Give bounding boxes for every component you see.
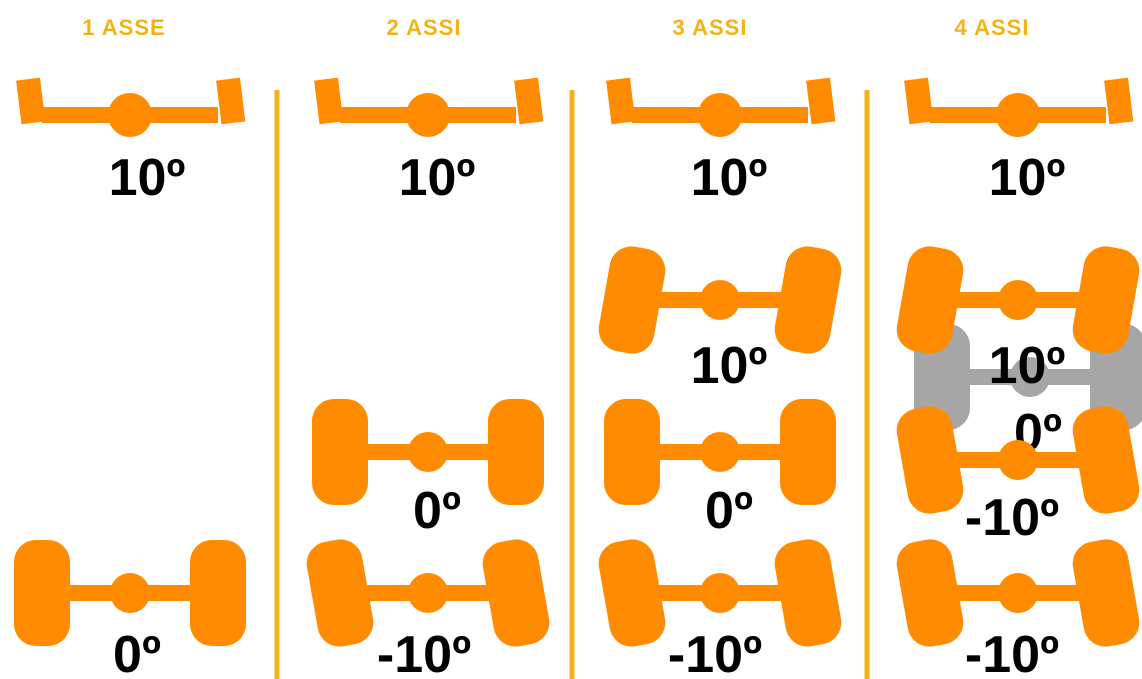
left-wheel xyxy=(14,540,70,646)
column-1: 10º 0º xyxy=(14,78,246,679)
left-arm xyxy=(314,78,343,125)
angle-label: 10º xyxy=(691,149,768,207)
angle-label: 0º xyxy=(705,482,753,540)
column-header: 1 ASSE xyxy=(82,15,165,40)
steering-axle xyxy=(606,78,835,137)
axle-hub xyxy=(998,573,1038,613)
left-arm xyxy=(606,78,635,125)
left-wheel xyxy=(312,399,368,505)
axle-hub xyxy=(408,573,448,613)
right-wheel xyxy=(771,536,845,650)
axle-hub xyxy=(698,93,742,137)
column-4: 10º 0º 10º -10º -10º xyxy=(893,78,1142,679)
axle-hub xyxy=(998,280,1038,320)
axle-hub xyxy=(408,432,448,472)
right-arm-bar xyxy=(216,78,245,125)
angle-label: 10º xyxy=(989,149,1066,207)
right-wheel xyxy=(488,399,544,505)
steering-axle xyxy=(904,78,1133,137)
left-arm-bar xyxy=(16,78,45,125)
right-arm-bar xyxy=(806,78,835,125)
angle-label: -10º xyxy=(965,626,1059,679)
right-arm xyxy=(806,78,835,125)
axle-hub xyxy=(110,573,150,613)
angle-label: 10º xyxy=(399,149,476,207)
left-arm xyxy=(904,78,933,125)
column-header: 4 ASSI xyxy=(955,15,1030,40)
right-arm xyxy=(216,78,245,125)
right-wheel xyxy=(479,536,553,650)
left-wheel xyxy=(595,536,669,650)
axle-hub xyxy=(996,93,1040,137)
column-2: 10º 0º -10º xyxy=(303,78,553,679)
left-wheel xyxy=(595,243,669,357)
angle-label: -10º xyxy=(668,626,762,679)
left-wheel xyxy=(893,536,967,650)
right-wheel xyxy=(780,399,836,505)
axle-hub xyxy=(998,440,1038,480)
left-arm-bar xyxy=(314,78,343,125)
column-3: 10º 10º 0º -10º xyxy=(595,78,845,679)
angle-label: 10º xyxy=(109,149,186,207)
right-arm xyxy=(514,78,543,125)
right-arm xyxy=(1104,78,1133,125)
axle-hub xyxy=(406,93,450,137)
angle-label: 0º xyxy=(413,482,461,540)
column-header: 2 ASSI xyxy=(387,15,462,40)
angle-label: -10º xyxy=(965,489,1059,547)
right-wheel xyxy=(1069,536,1142,650)
left-wheel xyxy=(604,399,660,505)
right-wheel xyxy=(190,540,246,646)
right-arm-bar xyxy=(1104,78,1133,125)
left-arm-bar xyxy=(904,78,933,125)
axle-hub xyxy=(700,432,740,472)
axle-hub xyxy=(700,573,740,613)
steering-axle xyxy=(314,78,543,137)
axle-hub xyxy=(700,280,740,320)
steering-axle xyxy=(16,78,245,137)
right-wheel xyxy=(771,243,845,357)
column-header: 3 ASSI xyxy=(673,15,748,40)
axle-hub xyxy=(108,93,152,137)
angle-label: -10º xyxy=(377,626,471,679)
angle-label: 10º xyxy=(989,337,1066,395)
left-arm xyxy=(16,78,45,125)
left-arm-bar xyxy=(606,78,635,125)
column-headers: 1 ASSE 2 ASSI 3 ASSI 4 ASSI xyxy=(82,15,1029,40)
right-arm-bar xyxy=(514,78,543,125)
angle-label: 0º xyxy=(113,626,161,679)
angle-label: 10º xyxy=(691,337,768,395)
left-wheel xyxy=(303,536,377,650)
